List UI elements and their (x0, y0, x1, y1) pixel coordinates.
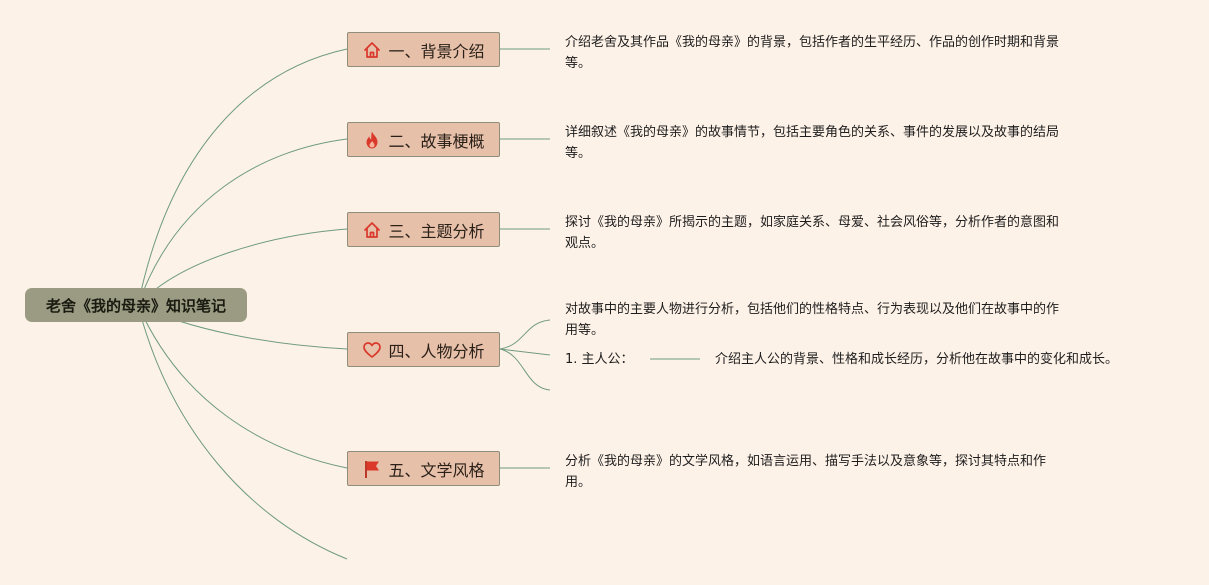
branch-node-3[interactable]: 三、主题分析 (347, 212, 500, 247)
connector-root-branch-6 (137, 304, 348, 560)
heart-icon (362, 340, 382, 360)
leaf-details-1: 介绍老舍及其作品《我的母亲》的背景，包括作者的生平经历、作品的创作时期和背景等。 (565, 35, 1060, 71)
leaf-details-4: 对故事中的主要人物进行分析，包括他们的性格特点、行为表现以及他们在故事中的作用等… (565, 302, 1060, 338)
branch-label: 一、背景介绍 (388, 41, 485, 61)
branch-node-4[interactable]: 四、人物分析 (347, 332, 500, 367)
root-label: 老舍《我的母亲》知识笔记 (45, 296, 226, 315)
flag-icon (362, 459, 382, 479)
branch-label: 四、人物分析 (388, 341, 485, 361)
connector-branch-4-leaf-b (499, 348, 551, 356)
branch-label: 五、文学风格 (388, 460, 485, 480)
connector-root-branch-2 (137, 138, 348, 306)
leaf-details-2: 详细叙述《我的母亲》的故事情节，包括主要角色的关系、事件的发展以及故事的结局等。 (565, 125, 1060, 161)
connector-branch-4-leaf-a (499, 319, 551, 350)
root-node[interactable]: 老舍《我的母亲》知识笔记 (25, 288, 247, 322)
sub-leaf-details: 介绍主人公的背景、性格和成长经历，分析他在故事中的变化和成长。 (715, 352, 1119, 367)
leaf-details-3: 探讨《我的母亲》所揭示的主题，如家庭关系、母爱、社会风俗等，分析作者的意图和观点… (565, 215, 1060, 251)
connector-root-branch-5 (137, 304, 348, 469)
leaf-details-5: 分析《我的母亲》的文学风格，如语言运用、描写手法以及意象等，探讨其特点和作用。 (565, 454, 1047, 490)
connector-branch-4-leaf-c (499, 348, 551, 391)
branch-label: 二、故事梗概 (388, 131, 485, 151)
fire-icon (362, 130, 382, 150)
sub-node-protagonist[interactable]: 1. 主人公： (565, 352, 634, 367)
branch-label: 三、主题分析 (388, 221, 485, 241)
house-icon (362, 40, 382, 60)
branch-node-5[interactable]: 五、文学风格 (347, 451, 500, 486)
branch-node-1[interactable]: 一、背景介绍 (347, 32, 500, 67)
house-icon (362, 220, 382, 240)
branch-node-2[interactable]: 二、故事梗概 (347, 122, 500, 157)
connector-root-branch-1 (137, 48, 348, 306)
